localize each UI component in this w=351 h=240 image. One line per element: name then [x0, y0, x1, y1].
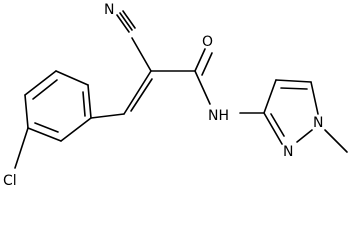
alpha-to-nitrile-bond: [131, 37, 152, 72]
alkene-bond: [123, 70, 152, 115]
ring-double-bond: [280, 87, 308, 90]
pyrazole-n1-label: N: [313, 115, 323, 131]
amide-nh-label: NH: [208, 108, 229, 124]
chemical-structure: N O NH N N Cl: [3, 2, 348, 189]
ring-vinyl-bond: [90, 113, 125, 119]
carbonyl-oxygen-label: O: [202, 34, 213, 50]
aromatic-inner-bond: [82, 91, 86, 117]
ring-double-bond: [270, 113, 285, 137]
pyrazole-ring: [263, 79, 319, 145]
nitrile-triple-bond: [119, 12, 133, 31]
nitrile-triple-bond: [116, 14, 130, 33]
bond: [87, 84, 92, 119]
n-methyl-bond: [324, 129, 348, 153]
c-cl-bond: [14, 127, 29, 169]
structure-canvas: N O NH N N Cl: [3, 2, 348, 189]
carbonyl-double-bond: [194, 48, 206, 72]
pyrazole-n2-label: N: [283, 144, 293, 160]
bond: [27, 127, 62, 142]
nitrile-nitrogen-label: N: [104, 2, 114, 18]
bond: [275, 79, 312, 83]
carbonyl-double-bond: [201, 52, 213, 76]
bond: [296, 129, 313, 143]
chlorine-label: Cl: [3, 173, 17, 189]
chlorophenyl-ring: [24, 70, 92, 142]
bond: [263, 79, 277, 114]
aromatic-inner-bond: [32, 79, 58, 100]
bond: [24, 94, 29, 129]
bond: [263, 112, 283, 145]
bond: [310, 81, 319, 115]
alkene-bond-inner: [130, 78, 153, 112]
amide-bond: [194, 70, 211, 105]
bond: [24, 70, 57, 96]
aromatic-inner-bond: [34, 122, 59, 133]
bond: [60, 117, 92, 142]
bond: [55, 70, 89, 86]
nitrile-triple-bond: [122, 10, 136, 29]
